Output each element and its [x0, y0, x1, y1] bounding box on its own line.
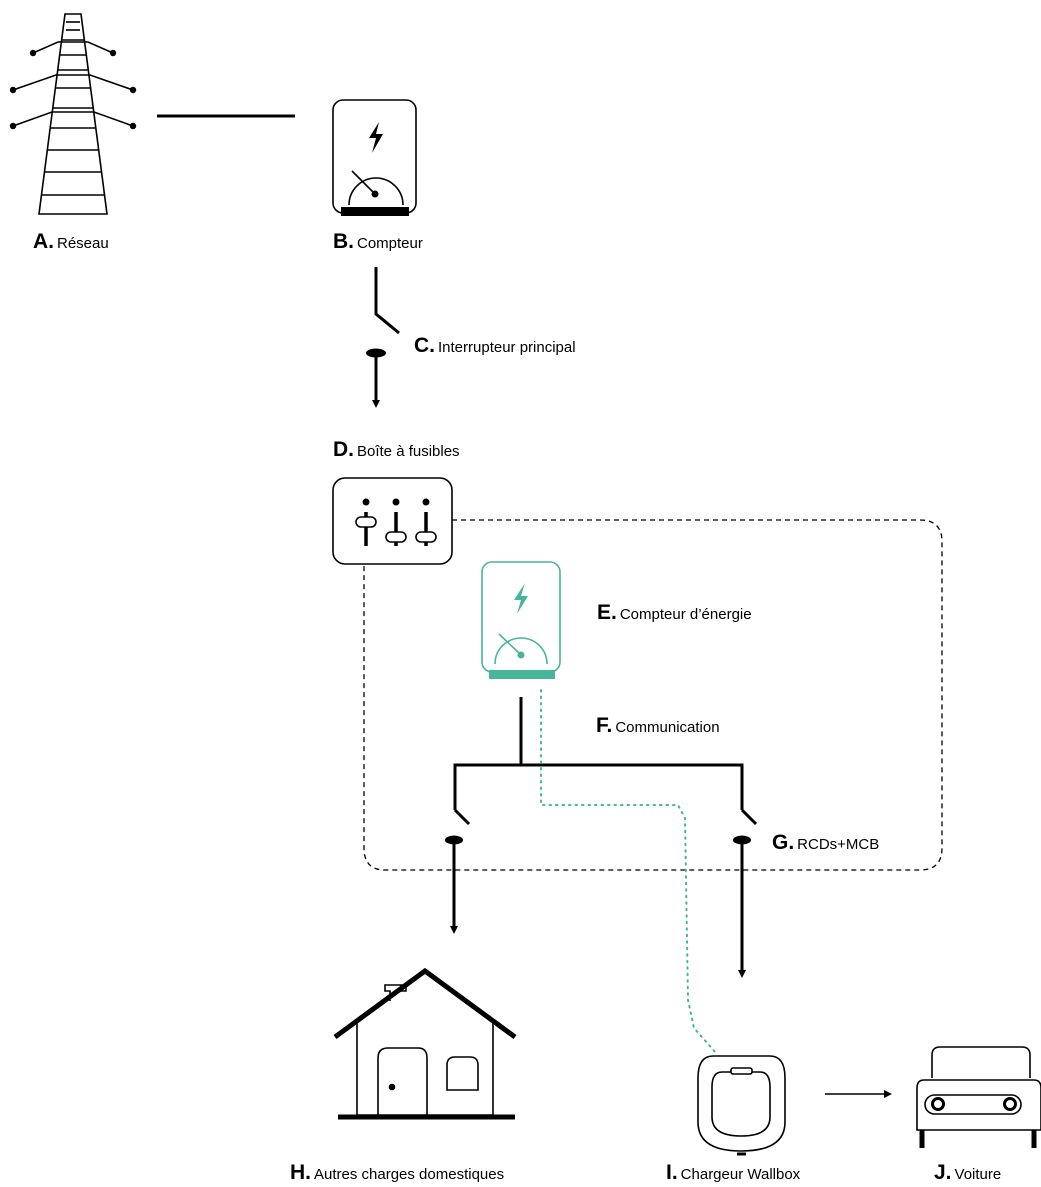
consumer-unit-boundary — [363, 519, 943, 871]
tower-insulators — [9, 49, 137, 130]
label-text: Interrupteur principal — [438, 339, 576, 356]
house-icon — [333, 967, 517, 1120]
car-icon — [916, 1046, 1041, 1148]
label-text: Autres charges domestiques — [314, 1166, 505, 1183]
label-energie: E.Compteur d’énergie — [597, 601, 752, 625]
wallbox-charger-icon — [697, 1055, 786, 1156]
label-letter: H. — [290, 1161, 311, 1184]
main-switch-icon — [372, 267, 400, 408]
car-headlight-right — [1003, 1097, 1017, 1111]
switch-terminal — [366, 348, 386, 358]
label-letter: F. — [596, 714, 613, 737]
label-letter: D. — [333, 438, 354, 461]
label-compteur: B.Compteur — [333, 230, 423, 254]
label-letter: C. — [414, 334, 435, 357]
label-rcd: G.RCDs+MCB — [772, 831, 880, 855]
label-letter: B. — [333, 230, 354, 253]
breaker-terminal-house — [445, 835, 463, 845]
label-letter: I. — [666, 1161, 678, 1184]
power-tower-icon — [12, 13, 134, 215]
label-text: Chargeur Wallbox — [680, 1166, 801, 1183]
label-boite: D.Boîte à fusibles — [333, 438, 460, 462]
car-headlight-left — [931, 1097, 945, 1111]
label-text: Réseau — [57, 235, 109, 252]
label-letter: J. — [934, 1161, 952, 1184]
distribution-lines — [453, 697, 758, 826]
label-text: RCDs+MCB — [797, 836, 880, 853]
label-text: Compteur — [357, 235, 423, 252]
label-text: Voiture — [954, 1166, 1002, 1183]
energy-meter-icon — [481, 561, 561, 679]
label-chargeur: I.Chargeur Wallbox — [666, 1161, 801, 1185]
communication-dotted-line — [540, 689, 717, 1054]
label-interrupteur: C.Interrupteur principal — [414, 334, 576, 358]
label-voiture: J.Voiture — [934, 1161, 1002, 1185]
label-text: Compteur d’énergie — [619, 606, 752, 623]
label-letter: E. — [597, 601, 617, 624]
fuse-box-icon — [332, 477, 453, 565]
label-letter: A. — [33, 230, 54, 253]
communication-line — [541, 690, 720, 818]
power-meter-icon — [332, 99, 417, 216]
breaker-terminal-charger — [733, 835, 751, 845]
label-communication: F.Communication — [596, 714, 720, 738]
label-letter: G. — [772, 831, 795, 854]
label-text: Boîte à fusibles — [357, 443, 460, 460]
door-knob — [388, 1083, 396, 1091]
label-text: Communication — [615, 719, 720, 736]
label-autres: H.Autres charges domestiques — [290, 1161, 505, 1185]
label-reseau: A.Réseau — [33, 230, 109, 254]
